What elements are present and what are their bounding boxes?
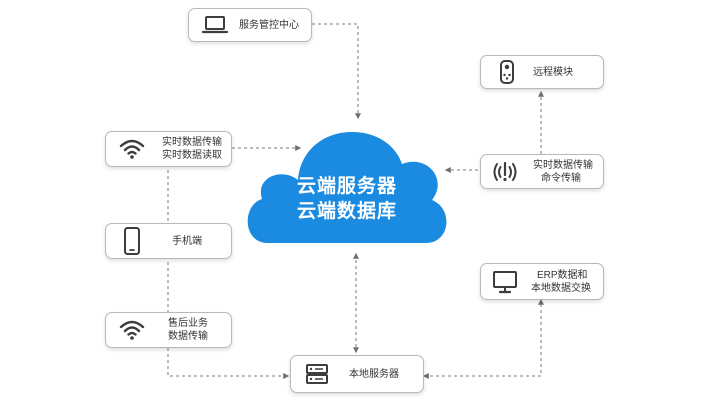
- remote-control-icon: [491, 56, 523, 88]
- node-remote-module[interactable]: 远程模块: [480, 55, 604, 89]
- node-service-control-label: 服务管控中心: [239, 19, 299, 31]
- connector-control-to-cloud: [312, 23, 361, 120]
- wifi-icon: [116, 314, 148, 346]
- node-erp[interactable]: ERP数据和 本地数据交换: [480, 263, 604, 300]
- cloud-label-line1: 云端服务器: [296, 176, 397, 197]
- wifi-icon: [116, 133, 148, 165]
- signal-broadcast-icon: [489, 156, 521, 188]
- connector-local-erp: [422, 298, 544, 379]
- node-erp-line2: 本地数据交换: [531, 282, 591, 294]
- node-realtime-right[interactable]: 实时数据传输 命令传输: [480, 154, 604, 189]
- node-local-server[interactable]: 本地服务器: [290, 355, 424, 393]
- cloud-label-line2: 云端数据库: [296, 201, 397, 222]
- node-realtime-right-line1: 实时数据传输: [533, 159, 593, 171]
- server-icon: [301, 358, 333, 390]
- laptop-icon: [199, 9, 231, 41]
- cloud-label: 云端服务器 云端数据库: [268, 174, 426, 224]
- node-after-sales-line1: 售后业务: [168, 318, 208, 329]
- node-erp-line1: ERP数据和: [537, 269, 588, 281]
- cloud-shape: [247, 132, 447, 243]
- node-mobile-label: 手机端: [172, 235, 202, 247]
- smartphone-icon: [116, 225, 148, 257]
- node-realtime-left[interactable]: 实时数据传输 实时数据读取: [105, 131, 232, 167]
- node-realtime-left-line2: 实时数据读取: [162, 150, 222, 161]
- node-after-sales-line2: 数据传输: [168, 331, 208, 342]
- node-local-server-label: 本地服务器: [349, 368, 399, 380]
- node-mobile[interactable]: 手机端: [105, 223, 232, 259]
- node-after-sales[interactable]: 售后业务 数据传输: [105, 312, 232, 348]
- node-service-control[interactable]: 服务管控中心: [188, 8, 312, 42]
- node-realtime-right-line2: 命令传输: [541, 172, 581, 184]
- connector-after-sales-to-local: [167, 348, 290, 379]
- node-realtime-left-line1: 实时数据传输: [162, 137, 222, 148]
- node-remote-module-label: 远程模块: [533, 66, 573, 78]
- monitor-icon: [489, 266, 521, 298]
